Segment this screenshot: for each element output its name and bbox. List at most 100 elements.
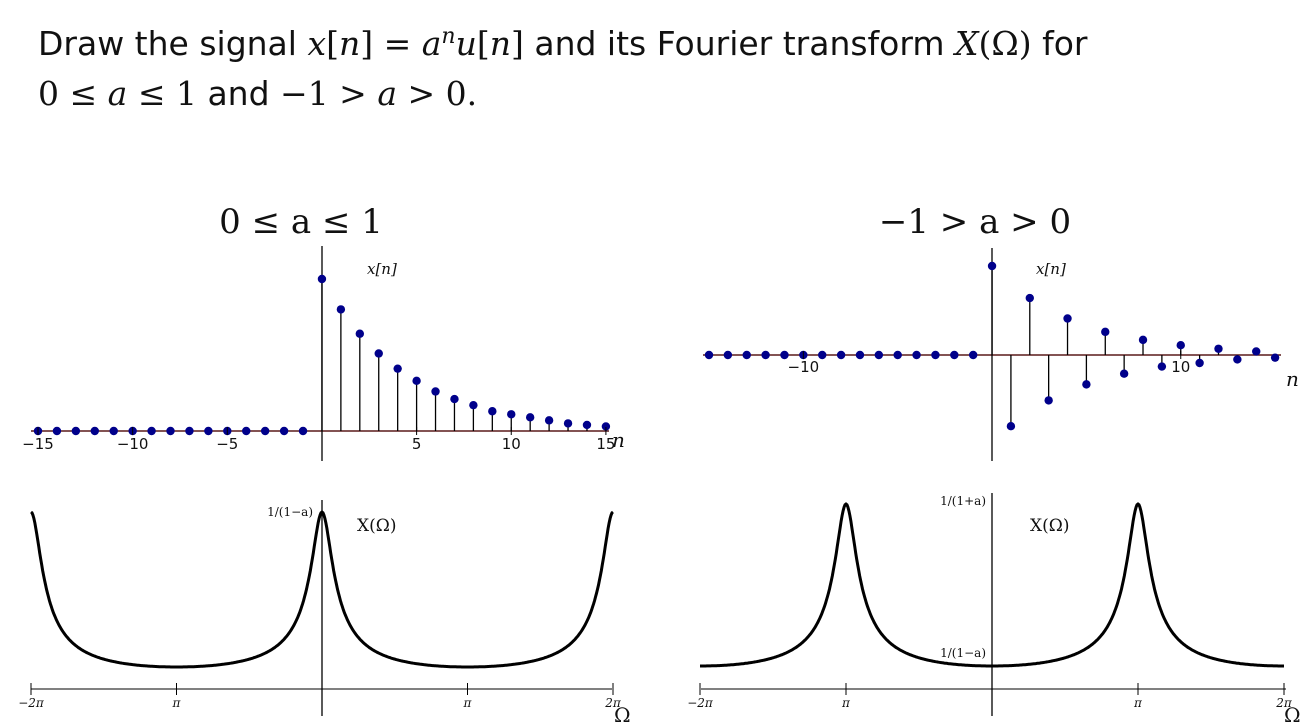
stem-point — [1025, 293, 1034, 303]
stem-point — [836, 350, 846, 360]
stem-point — [582, 420, 592, 430]
stem-point — [242, 426, 251, 436]
omega-tick-label: 2π — [1275, 696, 1293, 710]
x-tick-label: −5 — [216, 435, 238, 453]
prompt-line-1-part: = — [373, 24, 422, 63]
omega-tick-label: π — [172, 696, 182, 710]
stem-point — [1006, 422, 1016, 431]
ticks-right: −10 10 — [788, 351, 1190, 376]
omega-symbol-right: Ω — [1284, 703, 1301, 727]
stem-point — [704, 350, 714, 360]
stem-point — [1063, 314, 1072, 323]
x-axis-symbol-left: n — [612, 428, 625, 452]
stem-point — [601, 422, 611, 431]
stem-point — [185, 426, 194, 436]
x-tick-label: 5 — [412, 435, 422, 453]
stem-point — [71, 426, 81, 436]
stem-point — [912, 350, 921, 360]
prompt-line-1-part: a — [421, 24, 442, 63]
series-label-left: x[n] — [367, 260, 397, 278]
stem-point — [488, 407, 497, 416]
stem-point — [90, 426, 99, 436]
stem-point — [1157, 362, 1167, 371]
stem-point — [469, 400, 478, 410]
omega-tick-label: π — [841, 696, 851, 710]
prompt-line-2-part: 0 ≤ — [38, 74, 108, 113]
chart-title-right: −1 > a > 0 — [879, 202, 1071, 242]
x-tick-label: −15 — [22, 435, 54, 453]
prompt-line-1-part: u — [455, 24, 477, 63]
x-tick-label: 15 — [596, 435, 615, 453]
stem-point — [1044, 396, 1053, 405]
omega-tick-label: π — [1133, 696, 1143, 710]
stem-point — [563, 419, 573, 428]
prompt-line-2-part: a — [377, 74, 398, 113]
stem-point — [855, 350, 865, 360]
stem-point — [544, 416, 554, 425]
stem-point — [780, 350, 789, 360]
stem-point — [1270, 353, 1280, 362]
omega-tick-label: π — [463, 696, 473, 710]
stem-point — [1119, 369, 1129, 378]
stem-point — [166, 426, 175, 436]
stem-point — [298, 426, 308, 436]
stem-point — [204, 426, 213, 436]
stem-point — [412, 376, 421, 386]
y-tick-right-top: 1/(1+a) — [940, 494, 986, 508]
x-tick-label: 10 — [1171, 358, 1190, 376]
spectrum-label-left: X(Ω) — [357, 516, 396, 536]
prompt-line-1-part: [ — [326, 24, 339, 63]
stem-point — [893, 350, 902, 360]
stem-point — [279, 426, 289, 436]
stem-point — [374, 349, 383, 358]
stem-point — [1082, 380, 1091, 389]
omega-tick-label: −2π — [687, 696, 714, 710]
prompt-line-2-part: and — [196, 74, 281, 113]
stem-point — [1195, 358, 1204, 368]
stem-point — [1252, 347, 1261, 356]
stems-left — [33, 274, 611, 436]
prompt-line-1-part: ] — [360, 24, 374, 63]
stem-point — [317, 274, 327, 284]
stem-point — [931, 350, 940, 360]
stem-point — [1214, 344, 1223, 353]
x-tick-label: −10 — [117, 435, 149, 453]
stem-point — [355, 329, 365, 338]
spectrum-curve-right — [700, 502, 1284, 668]
stem-point — [1101, 327, 1110, 337]
stem-point — [393, 364, 402, 373]
stem-point — [723, 350, 733, 360]
stem-point — [507, 410, 516, 419]
omega-symbol-left: Ω — [614, 703, 631, 727]
prompt-line-1-part: and its Fourier transform — [523, 24, 955, 63]
series-label-right: x[n] — [1036, 260, 1066, 278]
prompt-line-1-part: [ — [476, 24, 490, 63]
prompt-line-1-part: n — [441, 24, 456, 49]
stem-point — [1138, 335, 1148, 345]
stem-point — [431, 387, 440, 396]
stem-point — [109, 426, 118, 436]
x-tick-label: −10 — [788, 358, 820, 376]
stem-point — [1233, 355, 1242, 364]
prompt-line-2-part: > 0. — [397, 74, 478, 113]
omega-ticks-right: −2π π π 2π — [687, 683, 1293, 710]
omega-tick-label: −2π — [18, 696, 45, 710]
prompt-line-1-part: X — [955, 24, 979, 63]
prompt-line-2: 0 ≤ a ≤ 1 and −1 > a > 0. — [38, 69, 1278, 119]
stem-point — [260, 426, 270, 436]
prompt-line-1-part: n — [489, 24, 511, 63]
prompt-line-1: Draw the signal x[n] = anu[n] and its Fo… — [38, 12, 1278, 69]
stem-point — [761, 350, 770, 360]
prompt-line-1-part: n — [338, 24, 361, 63]
prompt-line-2-part: −1 > — [280, 74, 378, 113]
stem-point — [968, 350, 978, 360]
stem-point — [950, 350, 959, 360]
stem-point — [450, 394, 459, 404]
stem-point — [874, 350, 884, 360]
stem-point — [987, 261, 997, 271]
